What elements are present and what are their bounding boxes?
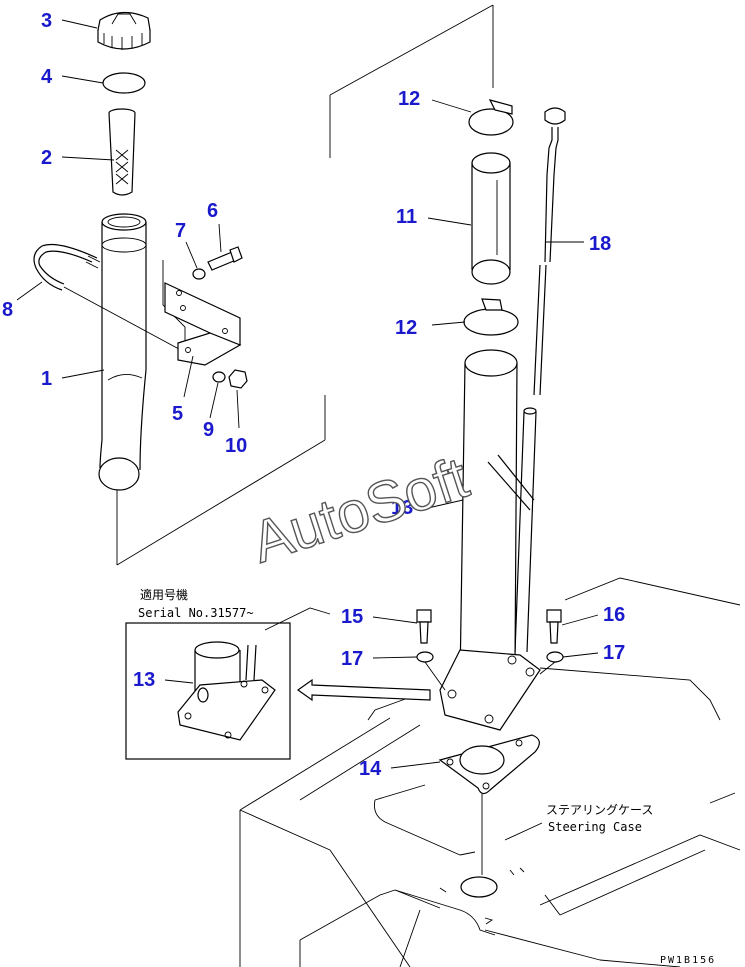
label-11: 11 <box>396 206 417 228</box>
inset-arrow <box>296 678 431 702</box>
inset-box <box>125 622 291 760</box>
cap-gasket <box>102 72 146 94</box>
filler-cap <box>97 11 151 50</box>
label-16: 16 <box>603 604 625 626</box>
hose-11 <box>471 152 511 285</box>
steering-case-body <box>239 577 741 967</box>
left-group-frame <box>116 4 494 566</box>
bracket <box>164 282 242 366</box>
hose-clamp-top <box>468 99 514 136</box>
breather-hose <box>33 243 191 356</box>
washer-17-left <box>416 651 434 663</box>
gasket-14 <box>438 734 540 875</box>
part-number-labels: 3 4 2 1 8 7 6 5 9 10 12 11 12 13 18 15 1… <box>2 10 625 780</box>
strainer <box>108 108 136 196</box>
leader-lines <box>16 19 599 841</box>
steering-case-jp-label: ステアリングケース <box>546 803 653 817</box>
label-2: 2 <box>41 147 52 169</box>
bolt-15 <box>416 609 432 644</box>
hose-clamp-lower <box>463 298 519 336</box>
label-18: 18 <box>589 233 611 255</box>
steering-case-en-label: Steering Case <box>548 820 642 834</box>
label-14: 14 <box>359 758 382 780</box>
watermark: AutoSoft <box>244 445 476 576</box>
label-9: 9 <box>203 419 214 441</box>
label-8: 8 <box>2 299 13 321</box>
bolt-6 <box>207 246 243 271</box>
dipstick-guide-tube <box>439 349 541 731</box>
filler-pipe <box>98 213 147 491</box>
label-13: 13 <box>391 497 413 519</box>
label-17-left: 17 <box>341 648 363 670</box>
label-3: 3 <box>41 10 52 32</box>
label-7: 7 <box>175 220 186 242</box>
label-4: 4 <box>41 66 53 88</box>
label-13-inset: 13 <box>133 669 155 691</box>
label-12-lower: 12 <box>395 317 417 339</box>
drawing-code: PW1B156 <box>660 955 716 966</box>
washer-17-right <box>546 651 564 663</box>
bolt-16 <box>546 609 562 644</box>
label-6: 6 <box>207 200 218 222</box>
label-15: 15 <box>341 606 363 628</box>
inset-applicable-label: 適用号機 <box>140 587 188 602</box>
label-17-right: 17 <box>603 642 625 664</box>
washer-7 <box>192 268 206 280</box>
washer-9 <box>212 371 226 383</box>
label-12-top: 12 <box>398 88 420 110</box>
inset-serial-label: Serial No.31577~ <box>138 606 254 620</box>
label-5: 5 <box>172 403 183 425</box>
nut-10 <box>228 369 248 389</box>
label-10: 10 <box>225 435 247 457</box>
label-1: 1 <box>41 368 52 390</box>
dipstick <box>533 107 566 396</box>
